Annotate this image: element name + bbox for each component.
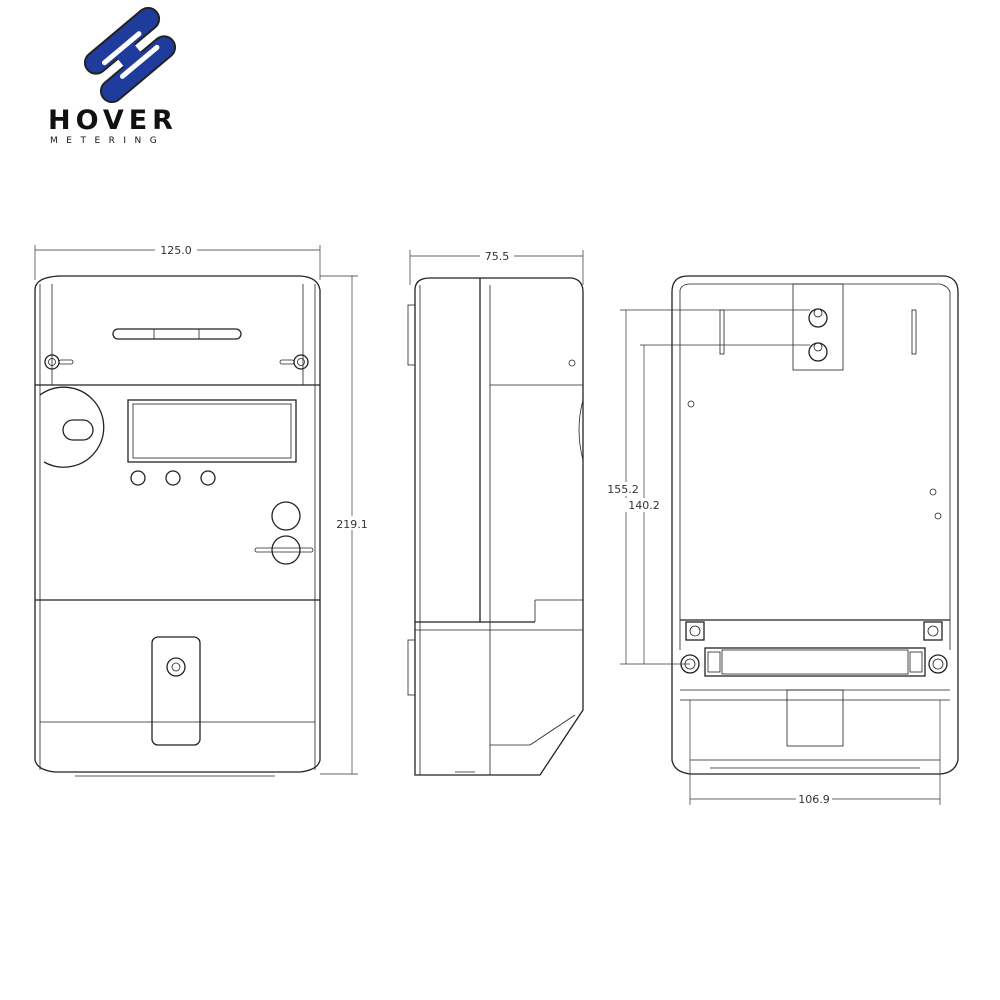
- front-width-label: 125.0: [160, 244, 192, 257]
- dimension-back-hole-span-1: 155.2: [604, 309, 810, 665]
- dimension-front-width: 125.0: [34, 242, 321, 280]
- dimension-back-terminal-width: 106.9: [689, 700, 941, 806]
- logo-brand-text: HOVER: [48, 105, 178, 136]
- side-depth-label: 75.5: [485, 250, 510, 263]
- logo-mark-icon: [83, 6, 177, 104]
- front-view: [34, 275, 321, 777]
- back-view: [671, 275, 959, 775]
- hole-span-1-label: 155.2: [607, 483, 639, 496]
- dimension-front-height: 219.1: [320, 275, 371, 775]
- front-height-label: 219.1: [336, 518, 368, 531]
- dimension-back-hole-span-2: 140.2: [625, 344, 810, 664]
- logo-tagline-text: METERING: [50, 136, 165, 146]
- hole-span-2-label: 140.2: [628, 499, 660, 512]
- side-view: [407, 277, 584, 776]
- dimension-side-depth: 75.5: [409, 248, 584, 285]
- terminal-width-label: 106.9: [798, 793, 830, 806]
- company-logo: HOVER METERING: [48, 6, 178, 146]
